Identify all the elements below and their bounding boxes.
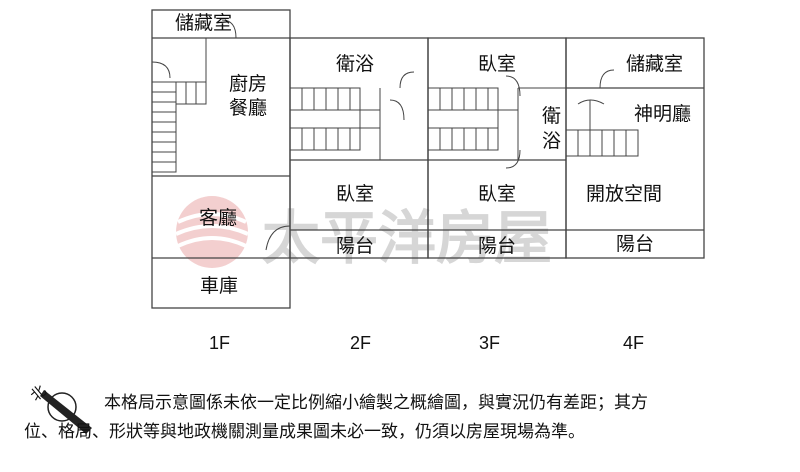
floor-label-3f: 3F <box>479 333 500 353</box>
room-storage-4f: 儲藏室 <box>626 53 683 75</box>
room-balcony-4f: 陽台 <box>616 233 654 255</box>
room-shrine-4f: 神明廳 <box>634 103 691 125</box>
floor-label-2f: 2F <box>350 333 371 353</box>
room-bedroom-2f: 臥室 <box>336 183 374 205</box>
room-living-1f: 客廳 <box>199 207 237 229</box>
watermark-logo-icon <box>175 196 249 268</box>
room-garage-1f: 車庫 <box>200 275 238 297</box>
floor-label-4f: 4F <box>623 333 644 353</box>
floor-1f <box>151 9 291 309</box>
floor-label-1f: 1F <box>209 333 230 353</box>
watermark-text: 太平洋房屋 <box>262 204 552 272</box>
room-bedroom-a-3f: 臥室 <box>478 53 516 75</box>
compass-north-label: 北 <box>27 381 50 404</box>
floor-4f <box>565 37 705 259</box>
stairs-1f <box>151 38 207 173</box>
floor-2f <box>289 37 429 259</box>
room-bedroom-b-3f: 臥室 <box>478 183 516 205</box>
room-balcony-3f: 陽台 <box>478 235 516 257</box>
room-bath-2f: 衛浴 <box>336 53 374 75</box>
room-kitchen-1f: 廚房 <box>229 72 267 95</box>
disclaimer-line1: 本格局示意圖係未依一定比例縮小繪製之概繪圖，與實況仍有差距；其方 <box>104 393 648 413</box>
room-open-space-4f: 開放空間 <box>586 183 662 205</box>
compass-arrow-icon <box>40 390 92 434</box>
room-storage-1f: 儲藏室 <box>175 12 232 34</box>
room-balcony-2f: 陽台 <box>336 235 374 257</box>
compass: 北 <box>27 381 92 434</box>
room-dining-1f: 餐廳 <box>229 97 267 119</box>
room-bath-b-3f: 浴 <box>542 130 561 152</box>
watermark: 太平洋房屋 <box>175 196 552 272</box>
room-bath-a-3f: 衛 <box>542 105 561 127</box>
floor-3f <box>427 37 567 259</box>
disclaimer-line2: 位、格局、形狀等與地政機關測量成果圖未必一致，仍須以房屋現場為準。 <box>24 422 585 442</box>
